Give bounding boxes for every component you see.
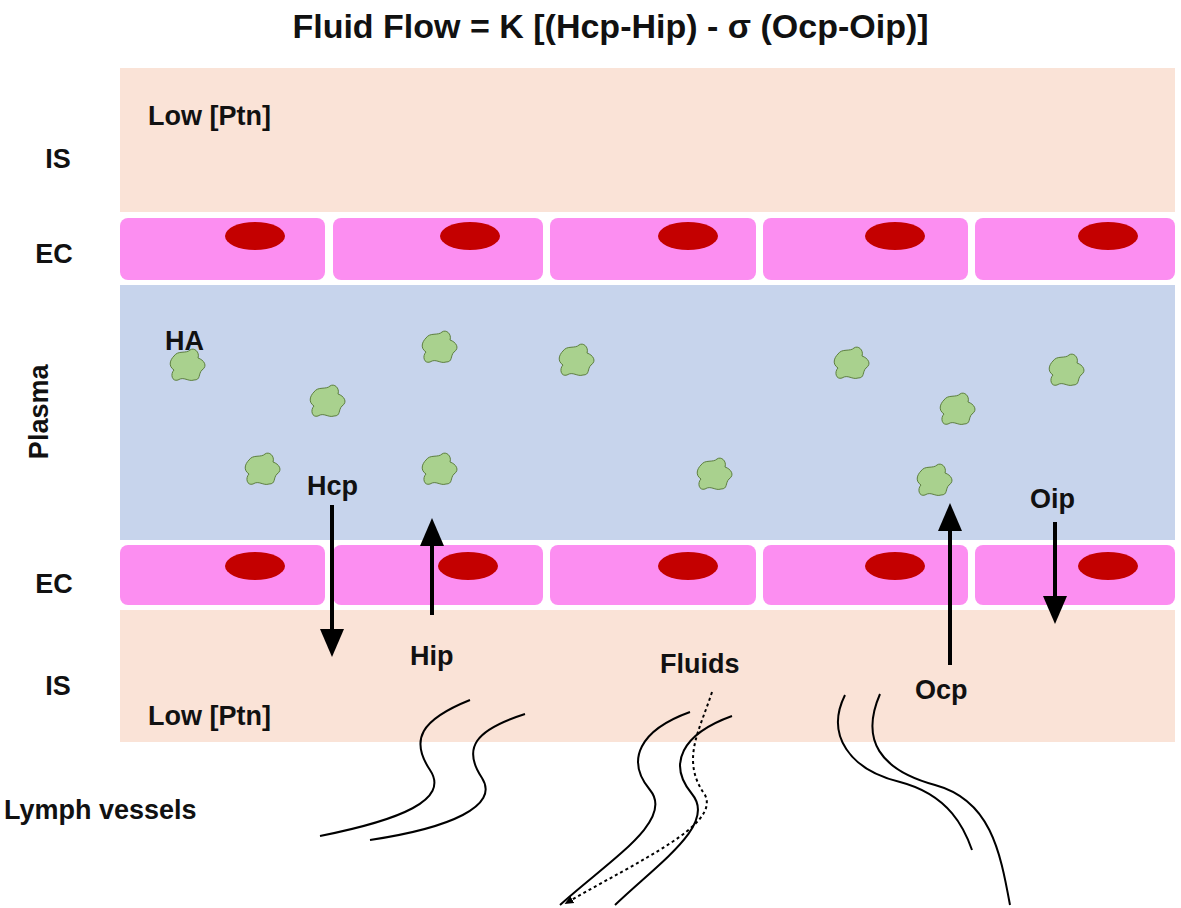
side-label: Plasma: [25, 365, 55, 460]
node-text: Oip: [1030, 485, 1075, 515]
title: Fluid Flow = K [(Hcp-Hip) - σ (Ocp-Oip)]: [292, 8, 928, 45]
lymph-vessels: [320, 694, 1010, 905]
side-label: EC: [35, 240, 73, 270]
side-label: EC: [35, 570, 73, 600]
node-text: Hip: [410, 642, 454, 672]
plasma-band: HA Hcp Oip: [120, 285, 1175, 540]
node-text: Hcp: [307, 472, 358, 502]
node-text: Low [Ptn]: [148, 102, 271, 132]
node-text: Ocp: [915, 676, 968, 706]
node-text: Fluids: [660, 650, 740, 680]
side-label: IS: [45, 672, 71, 702]
node-text: Low [Ptn]: [148, 702, 271, 732]
side-label: IS: [45, 145, 71, 175]
interstitial-space-band: Low [Ptn]: [120, 68, 1175, 212]
fluid-flow-line: [568, 692, 712, 902]
interstitial-space-band: Hip FluidsOcpLow [Ptn]: [120, 610, 1175, 742]
nuclei: [225, 222, 1138, 580]
endothelial-cells: [120, 218, 1175, 605]
node-text: HA: [165, 327, 204, 357]
pressure-arrows: [332, 505, 1055, 665]
side-label: Lymph vessels: [4, 796, 197, 826]
hyaluronic-acid: [170, 331, 1084, 495]
